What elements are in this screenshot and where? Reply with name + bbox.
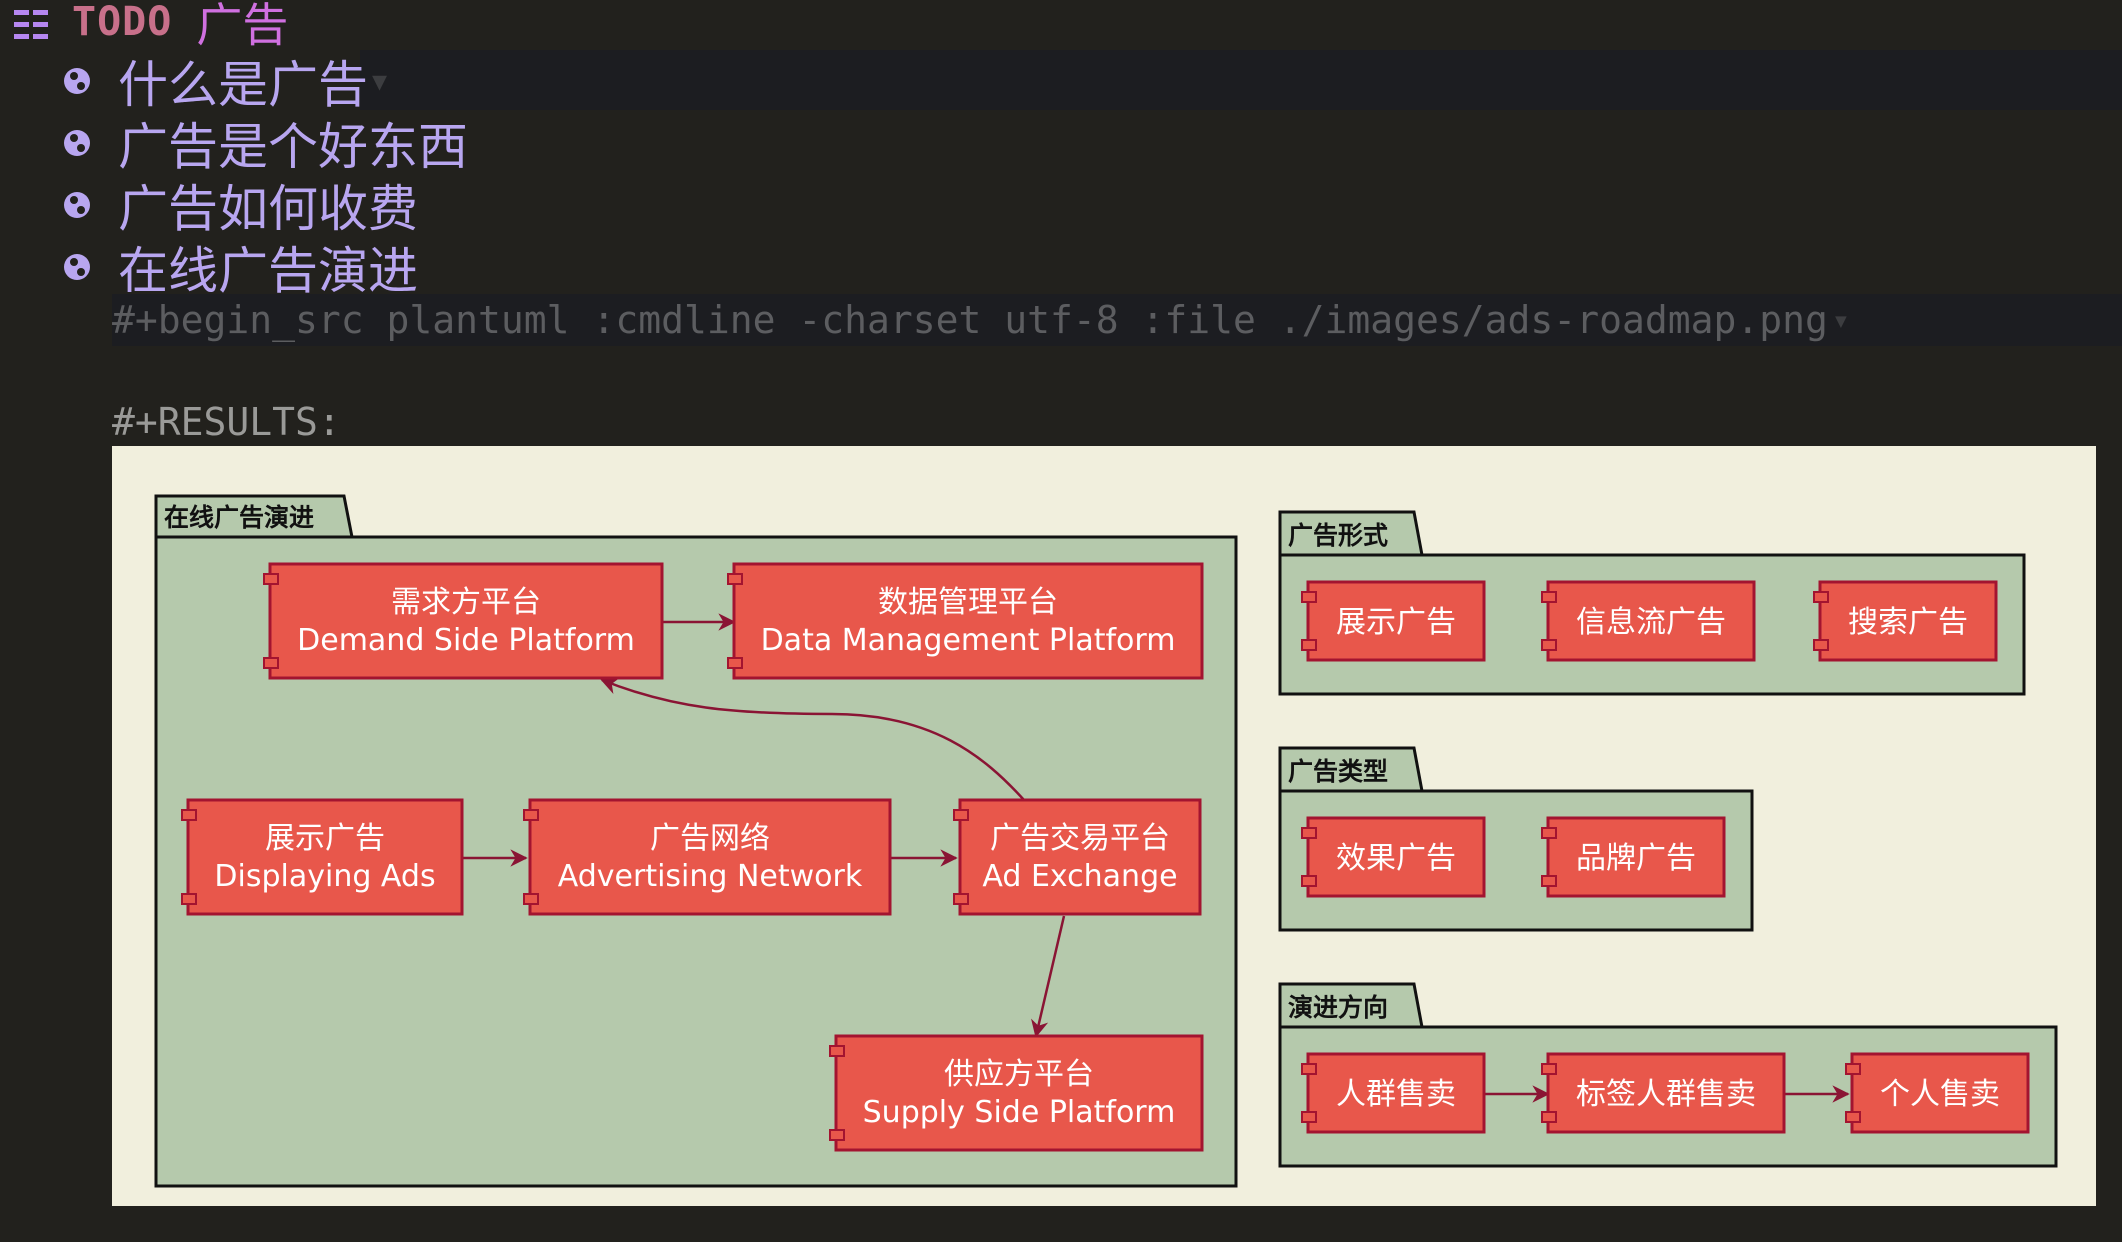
component-ssp: 供应方平台 Supply Side Platform [829, 1034, 1204, 1152]
heading-title: 广告 [196, 0, 289, 52]
component-label: 个人售卖 [1880, 1077, 2000, 1112]
list-item-text: 在线广告演进 [118, 242, 418, 300]
package-title: 广告形式 [1288, 521, 1388, 550]
component-form-display: 展示广告 [1301, 580, 1486, 662]
component-form-feed: 信息流广告 [1541, 580, 1756, 662]
yin-yang-bullet-icon [64, 130, 90, 156]
component-label: 搜索广告 [1848, 605, 1968, 640]
component-type-brand: 品牌广告 [1541, 816, 1726, 898]
component-label-cn: 广告交易平台 [990, 821, 1170, 856]
component-label-en: Ad Exchange [982, 859, 1177, 894]
list-item[interactable]: 什么是广告 ▾ [64, 50, 388, 114]
component-ad-network: 广告网络 Advertising Network [523, 798, 892, 916]
plantuml-diagram-image: 在线广告演进 广告形式 广告类型 演进方向 [112, 446, 2096, 1206]
component-label-cn: 广告网络 [650, 821, 770, 856]
component-label-en: Demand Side Platform [297, 623, 635, 658]
list-item[interactable]: 广告是个好东西 [64, 112, 468, 176]
component-dsp: 需求方平台 Demand Side Platform [263, 562, 664, 680]
src-block-header-text: #+begin_src plantuml :cmdline -charset u… [112, 298, 1828, 342]
component-type-performance: 效果广告 [1301, 816, 1486, 898]
fold-indicator-icon[interactable]: ▾ [1831, 302, 1850, 338]
component-label-cn: 数据管理平台 [878, 585, 1058, 620]
results-label: #+RESULTS: [112, 400, 341, 444]
yin-yang-bullet-icon [64, 68, 90, 94]
component-dir-tag-crowd: 标签人群售卖 [1541, 1052, 1786, 1134]
component-label-en: Advertising Network [558, 859, 863, 894]
component-label-en: Supply Side Platform [863, 1095, 1176, 1130]
package-title: 广告类型 [1288, 757, 1388, 786]
component-ad-exchange: 广告交易平台 Ad Exchange [953, 798, 1202, 916]
list-item-text: 什么是广告 [118, 56, 368, 114]
component-form-search: 搜索广告 [1813, 580, 1998, 662]
fold-indicator-icon[interactable]: ▾ [372, 63, 388, 99]
src-block-header[interactable]: #+begin_src plantuml :cmdline -charset u… [112, 294, 2122, 346]
diagram-svg: 在线广告演进 广告形式 广告类型 演进方向 [154, 494, 2058, 1188]
todo-keyword[interactable]: TODO [72, 0, 173, 45]
package-title: 在线广告演进 [164, 503, 314, 532]
org-heading[interactable]: TODO 广告 [14, 0, 288, 52]
diagram-arrows [462, 613, 1850, 1103]
component-label-en: Data Management Platform [761, 623, 1176, 658]
list-item-text: 广告是个好东西 [118, 118, 468, 176]
component-display-ads: 展示广告 Displaying Ads [181, 798, 464, 916]
component-label-cn: 需求方平台 [391, 585, 541, 620]
arrow-exchange-to-dsp [600, 677, 1025, 801]
component-label: 信息流广告 [1576, 605, 1726, 640]
component-dir-individual: 个人售卖 [1845, 1052, 2030, 1134]
yin-yang-bullet-icon [64, 254, 90, 280]
component-label: 人群售卖 [1336, 1077, 1456, 1112]
component-label-cn: 展示广告 [265, 821, 385, 856]
list-item[interactable]: 广告如何收费 [64, 174, 418, 238]
arrow-exchange-to-ssp [1031, 915, 1066, 1038]
current-line-highlight [360, 50, 2122, 110]
list-item-text: 广告如何收费 [118, 180, 418, 238]
component-label: 展示广告 [1336, 605, 1456, 640]
component-dmp: 数据管理平台 Data Management Platform [727, 562, 1204, 680]
component-label: 品牌广告 [1576, 841, 1696, 876]
yin-yang-bullet-icon [64, 192, 90, 218]
package-title: 演进方向 [1288, 993, 1388, 1022]
component-label: 标签人群售卖 [1576, 1077, 1756, 1112]
component-label: 效果广告 [1336, 841, 1456, 876]
list-item[interactable]: 在线广告演进 [64, 236, 418, 300]
component-label-en: Displaying Ads [214, 859, 435, 894]
component-dir-crowd: 人群售卖 [1301, 1052, 1486, 1134]
component-label-cn: 供应方平台 [944, 1057, 1094, 1092]
heading-star-icon [14, 7, 48, 39]
